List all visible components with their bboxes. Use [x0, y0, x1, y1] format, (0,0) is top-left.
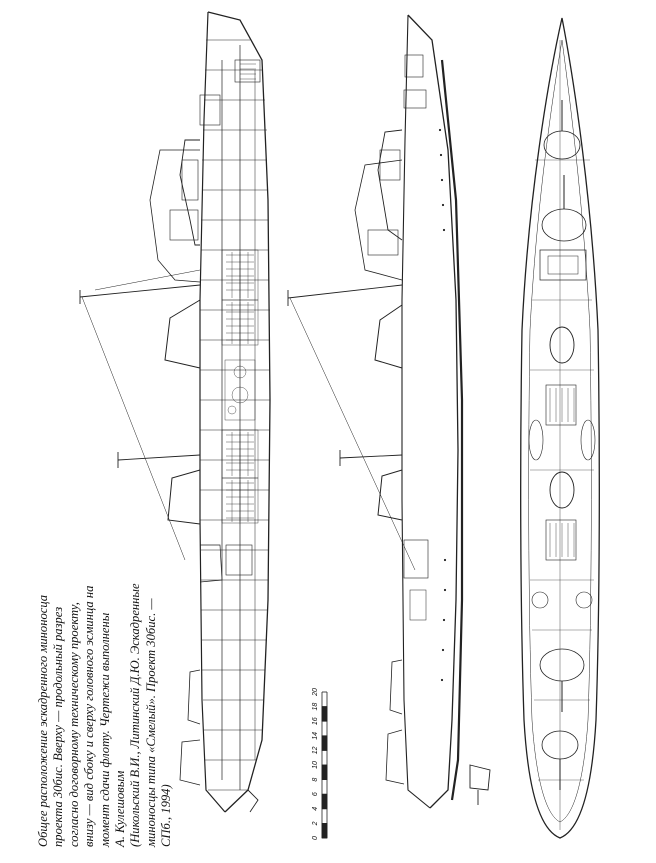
- longitudinal-section-drawing: [79, 11, 271, 813]
- caption-line: внизу — вид сбоку и сверху головного эсм…: [82, 585, 97, 847]
- scale-tick-label: 6: [312, 792, 319, 797]
- scale-tick-label: 20: [312, 688, 319, 696]
- caption-line: Общее расположение эскадренного миноносц…: [36, 594, 50, 847]
- scale-tick-label: 16: [312, 717, 319, 726]
- top-view-drawing: [520, 17, 600, 839]
- scale-tick-label: 0: [312, 836, 319, 840]
- scale-tick-label: 10: [312, 761, 319, 769]
- scale-tick-label: 18: [312, 702, 319, 711]
- caption-line: (Никольский В.И., Литинский Д.Ю. Эскадре…: [128, 583, 143, 847]
- caption-line: момент сдачи флоту. Чертежи выполнены: [97, 612, 112, 847]
- scale-tick-label: 12: [312, 746, 319, 755]
- scale-tick-label: 8: [312, 777, 319, 782]
- scale-tick-label: 14: [312, 731, 319, 740]
- caption-line: СПб., 1994): [159, 784, 174, 847]
- side-view-drawing: [287, 14, 491, 809]
- scale-tick-label: 2: [312, 821, 319, 826]
- caption: Общее расположение эскадренного миноносц…: [36, 0, 226, 855]
- caption-line: А. Кулешовым: [113, 770, 128, 847]
- caption-line: согласно договорному техническому проект…: [66, 602, 81, 847]
- scale-bar: 0 2 4 6 8 10 12 14 16 18 20: [312, 682, 342, 842]
- scale-tick-label: 4: [312, 806, 319, 811]
- caption-line: проекта 30бис. Вверху — продольный разре…: [51, 606, 66, 847]
- caption-line: миноносцы типа «Смелый». Проект 30бис. —: [143, 598, 158, 847]
- scale-bar-graphic: [321, 691, 328, 839]
